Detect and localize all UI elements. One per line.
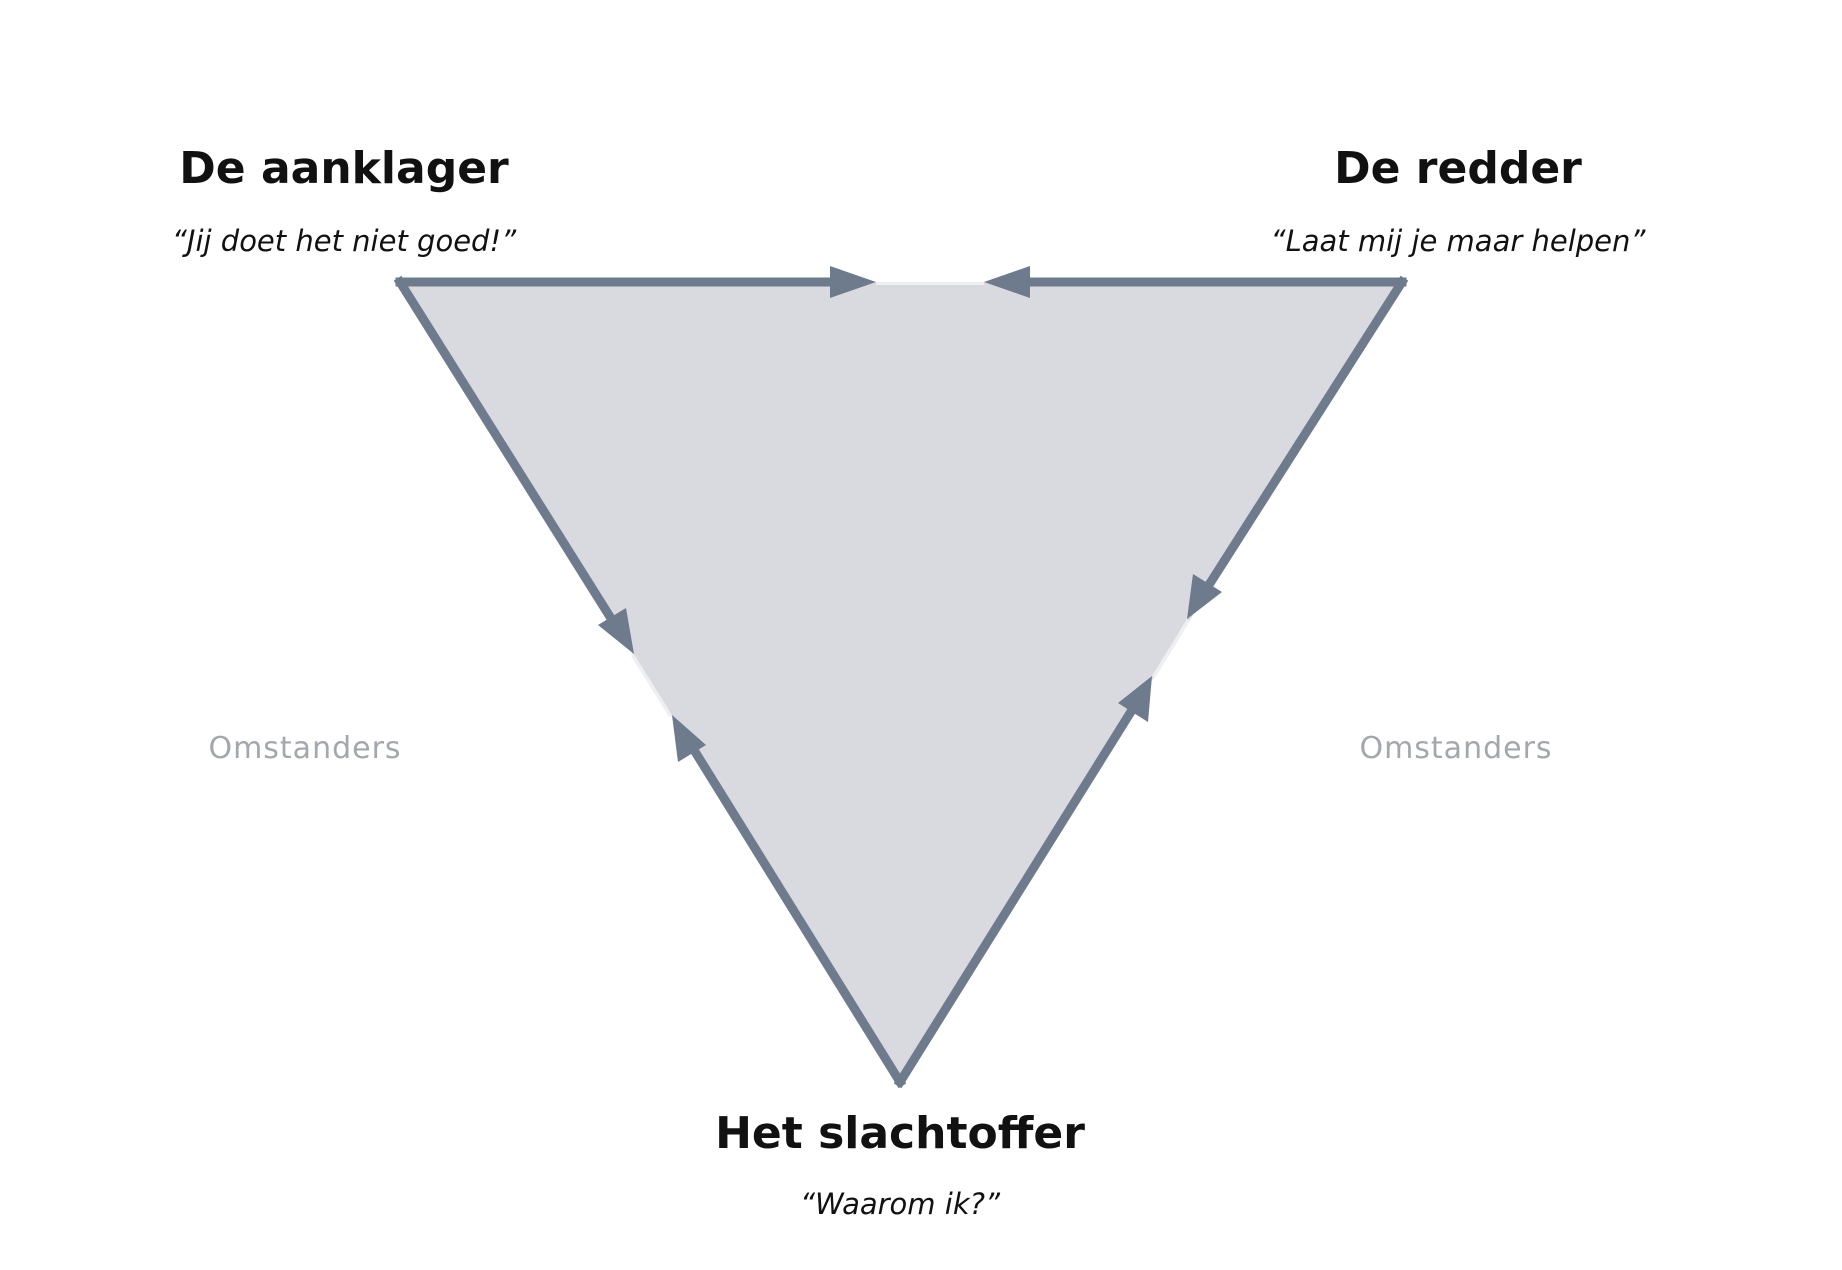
gap-right [1152,619,1190,678]
edge-victim-left [687,743,907,1089]
accuser-quote: “Jij doet het niet goed!” [172,224,517,258]
arrowhead-rescuer-victim [1187,574,1222,619]
arrowhead-victim-rescuer [1118,676,1152,722]
arrowhead-accuser-victim [598,608,634,654]
rescuer-title: De redder [1334,143,1582,194]
accuser-title: De aanklager [179,143,509,194]
rescuer-quote: “Laat mij je maar helpen” [1271,224,1647,258]
bystanders-right-label: Omstanders [1359,731,1552,766]
victim-quote: “Waarom ik?” [800,1187,1001,1221]
gap-left [631,654,672,717]
gap-top [876,282,984,285]
arrowhead-victim-accuser [672,715,706,762]
bystanders-left-label: Omstanders [208,731,401,766]
victim-title: Het slachtoffer [715,1108,1085,1159]
triangle-fill [400,282,1402,1082]
arrowhead-top-left [984,266,1030,298]
edge-victim-right [893,703,1139,1089]
edge-accuser-side [393,275,619,627]
arrowhead-top-right [830,266,876,298]
edge-rescuer-side [1200,275,1409,595]
